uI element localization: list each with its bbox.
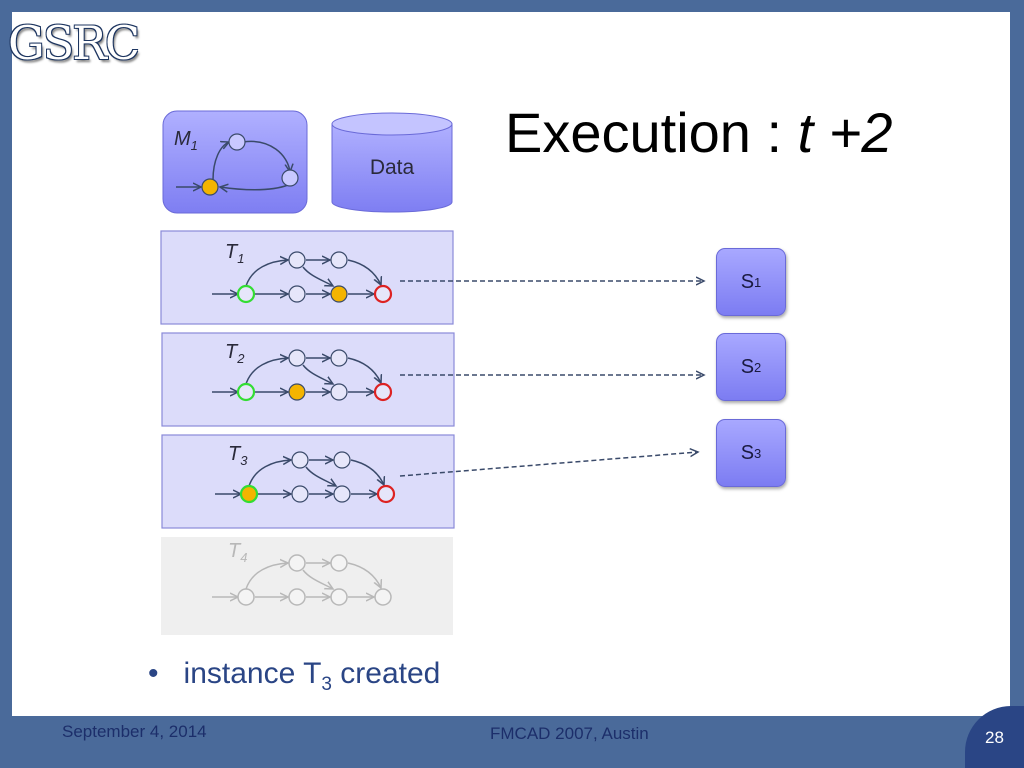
bullet-item: • instance T3 created (148, 657, 441, 695)
model-label: M1 (174, 128, 198, 153)
instance-box-t4 (161, 537, 453, 635)
instance-label-t2: T2 (225, 341, 245, 366)
instance-label-t1: T1 (225, 241, 245, 266)
instance-label-t4: T4 (228, 540, 248, 565)
data-cylinder (331, 112, 453, 213)
model-node (281, 169, 299, 187)
instance-label-t3: T3 (228, 443, 248, 468)
title-prefix: Execution : (505, 101, 798, 164)
instance-box-t3 (161, 434, 455, 529)
instance-box-t1 (160, 230, 454, 325)
model-node (228, 133, 246, 151)
graph-t2 (212, 349, 393, 402)
page-number: 28 (985, 728, 1004, 747)
title-math: t +2 (797, 101, 893, 164)
slide-title: Execution : t +2 (505, 100, 893, 165)
model-node-current (201, 178, 219, 196)
graph-t1 (212, 251, 393, 304)
bullet-marker: • (148, 657, 159, 690)
footer-date: September 4, 2014 (62, 722, 207, 741)
instance-box-t2 (161, 332, 455, 427)
graph-t3 (215, 451, 396, 504)
connector-t3-s3 (399, 452, 698, 477)
model-box (162, 110, 308, 214)
data-label: Data (369, 156, 415, 179)
footer-event: FMCAD 2007, Austin (490, 724, 649, 743)
graph-t4 (212, 554, 392, 606)
gsrc-logo: GSRC (8, 16, 140, 70)
